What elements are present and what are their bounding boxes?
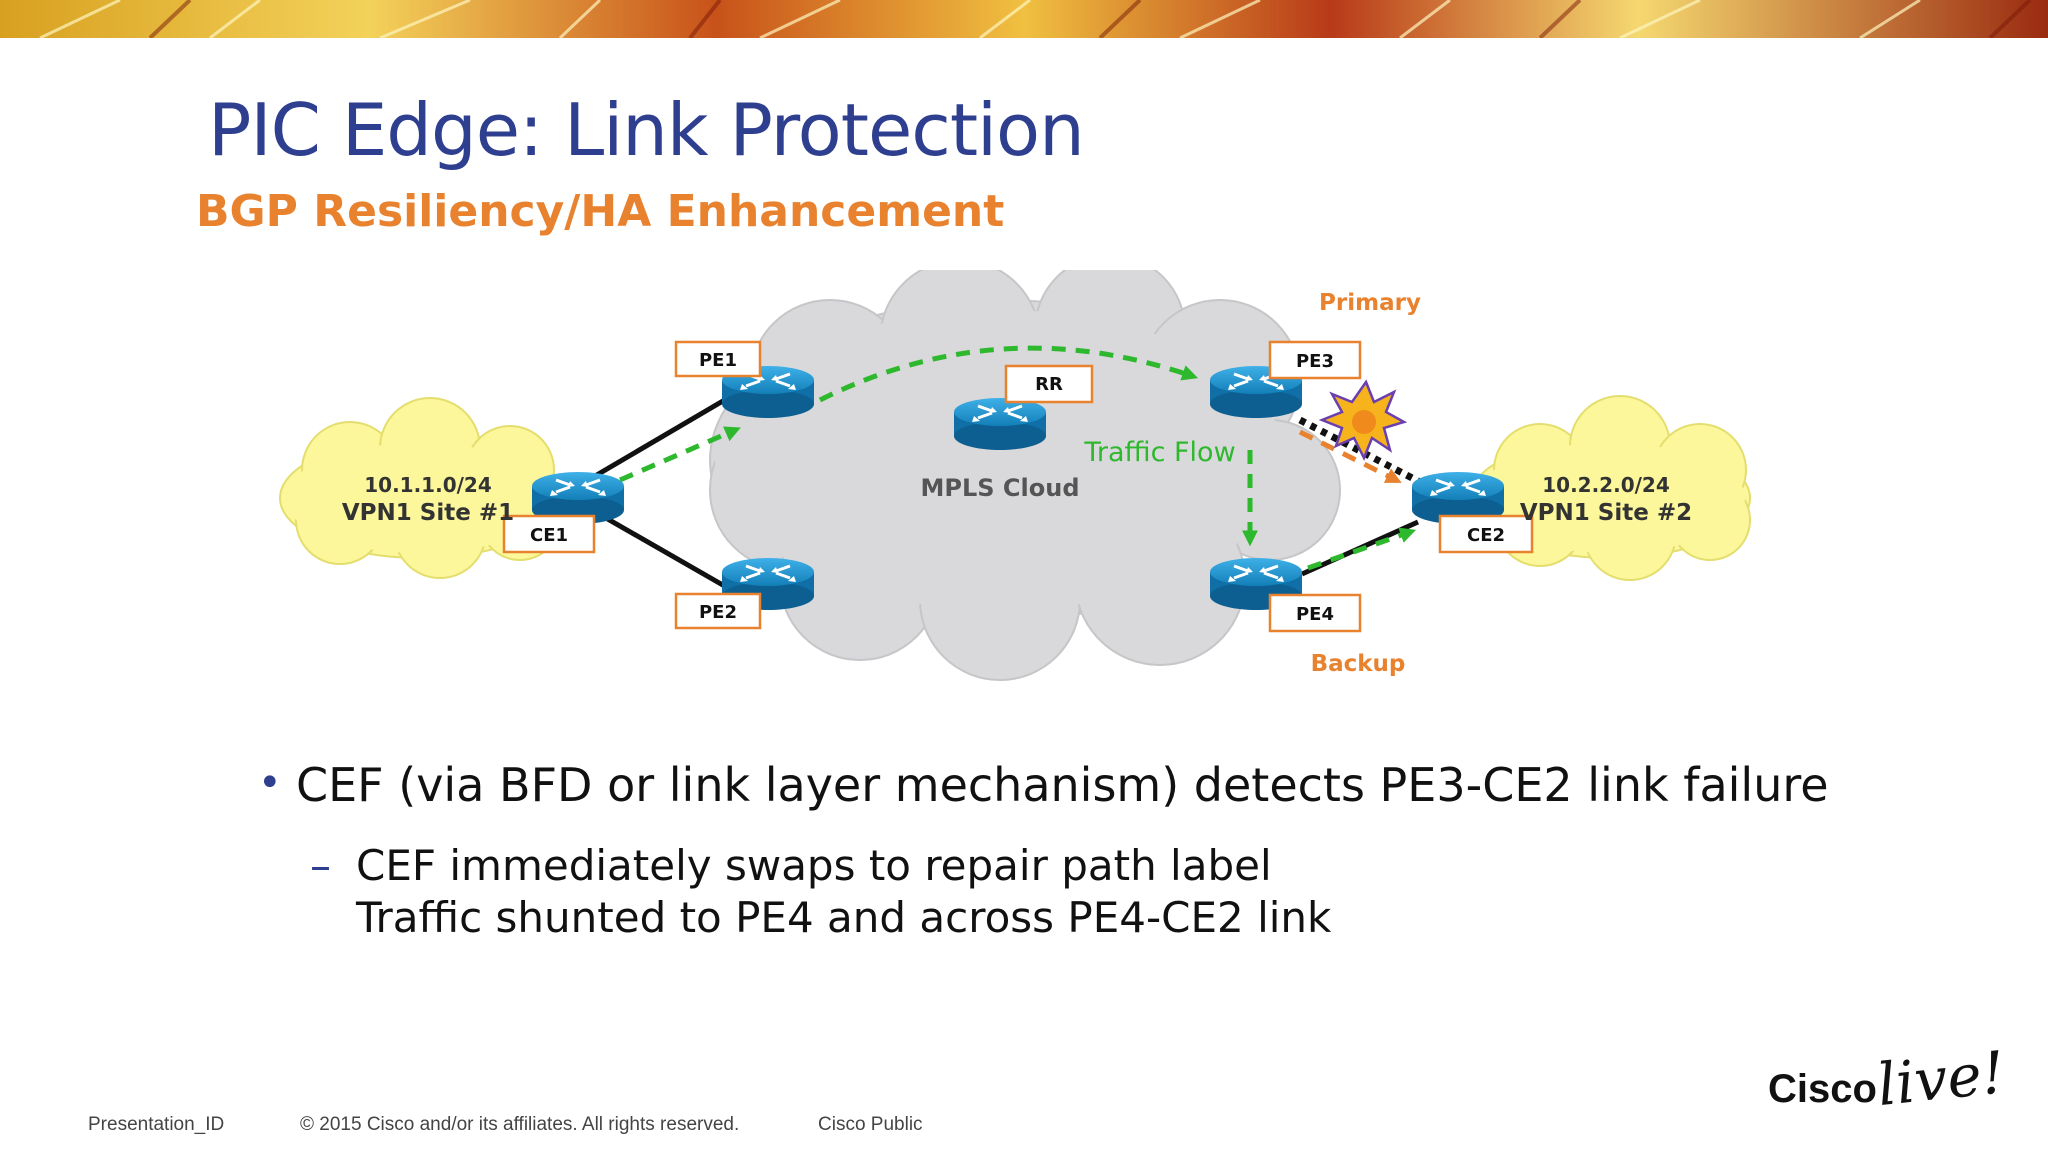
bullet-sub: – CEF immediately swaps to repair path l… xyxy=(310,840,1829,944)
primary-path-arrow xyxy=(1298,429,1402,483)
cisco-live-logo: Cisco live! xyxy=(1768,1038,2008,1116)
footer-presentation-id: Presentation_ID xyxy=(88,1114,225,1135)
bullet-sub-line1: CEF immediately swaps to repair path lab… xyxy=(356,841,1272,890)
label-ce1: CE1 xyxy=(530,525,568,546)
svg-text:Cisco: Cisco xyxy=(1768,1067,1877,1111)
label-pe2: PE2 xyxy=(699,602,737,623)
bullet-dot-icon: • xyxy=(258,760,282,806)
header-banner xyxy=(0,0,2048,38)
router-rr-icon xyxy=(952,396,1048,452)
slide-title: PIC Edge: Link Protection xyxy=(208,88,1085,172)
bullet-main: • CEF (via BFD or link layer mechanism) … xyxy=(258,758,1829,812)
network-diagram: PE1 RR PE2 PE3 PE4 CE1 CE2 10.1.1.0/24 1… xyxy=(279,270,1751,681)
bullet-list: • CEF (via BFD or link layer mechanism) … xyxy=(258,758,1829,944)
traffic-flow-label: Traffic Flow xyxy=(1083,437,1235,468)
bullet-dash-icon: – xyxy=(310,841,331,890)
label-pe1: PE1 xyxy=(699,350,737,371)
label-ce2: CE2 xyxy=(1467,525,1505,546)
slide-subtitle: BGP Resiliency/HA Enhancement xyxy=(196,186,1005,237)
mpls-cloud-label: MPLS Cloud xyxy=(921,474,1080,502)
label-rr: RR xyxy=(1035,374,1063,395)
footer-classification: Cisco Public xyxy=(818,1114,923,1135)
site2-prefix: 10.2.2.0/24 xyxy=(1542,473,1670,497)
footer-copyright: © 2015 Cisco and/or its affiliates. All … xyxy=(300,1114,740,1135)
traffic-flow-path xyxy=(619,345,1417,571)
svg-text:live!: live! xyxy=(1874,1038,2008,1116)
label-pe4: PE4 xyxy=(1296,604,1334,625)
site2-name: VPN1 Site #2 xyxy=(1520,500,1692,526)
bullet-sub-line2: Traffic shunted to PE4 and across PE4-CE… xyxy=(356,893,1332,942)
site1-name: VPN1 Site #1 xyxy=(342,500,514,526)
site1-prefix: 10.1.1.0/24 xyxy=(364,473,492,497)
bullet-main-text: CEF (via BFD or link layer mechanism) de… xyxy=(296,758,1829,812)
backup-label: Backup xyxy=(1311,651,1406,677)
primary-label: Primary xyxy=(1319,290,1421,316)
label-pe3: PE3 xyxy=(1296,351,1334,372)
